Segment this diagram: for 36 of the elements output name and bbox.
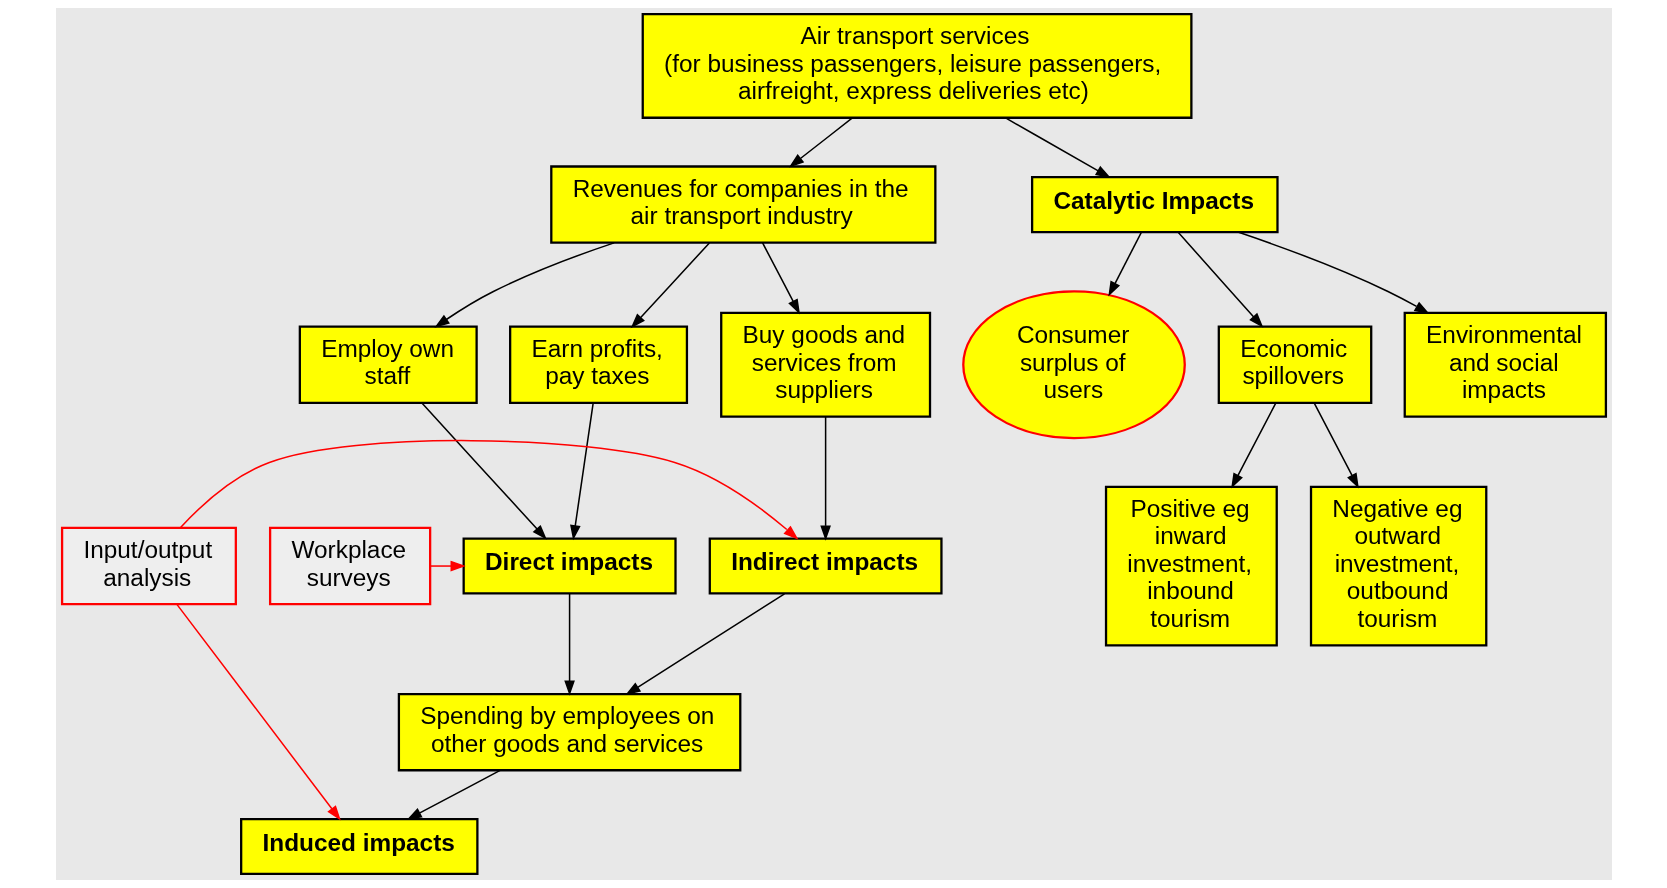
arrow <box>624 593 785 696</box>
arrow <box>406 769 501 820</box>
arrow <box>569 402 594 541</box>
node-box: Negative eg outward investment, outbound tourism <box>1309 485 1487 647</box>
arrow <box>1176 231 1263 328</box>
node-box: Revenues for companies in the air transport industry <box>549 165 936 244</box>
node-box: Environmental and social impacts <box>1403 311 1607 418</box>
arrow <box>429 560 466 572</box>
node-box: Employ own staff <box>298 325 478 404</box>
arrow <box>433 242 615 328</box>
node-box: Workplace surveys <box>268 526 431 606</box>
node-box: Air transport services (for business passengers, leisure passengers, airfreight, express deliveries etc) <box>641 12 1193 119</box>
arrow <box>1313 402 1359 489</box>
node-box: Positive eg inward investment, inbound tourism <box>1104 485 1278 647</box>
node-ellipse: Consumer surplus of users <box>961 290 1186 440</box>
node-box: Buy goods and services from suppliers <box>719 311 931 418</box>
node-box: Catalytic Impacts <box>1030 176 1279 234</box>
arrow <box>563 593 575 696</box>
node-box: Indirect impacts <box>708 537 943 595</box>
node-box: Spending by employees on other goods and services <box>397 692 741 772</box>
arrow <box>819 416 831 541</box>
node-box: Economic spillovers <box>1217 325 1372 404</box>
arrow <box>1004 117 1111 178</box>
arrow <box>420 402 547 540</box>
node-box: Direct impacts <box>462 537 677 595</box>
node-box: Input/output analysis <box>60 526 237 606</box>
arrow <box>179 439 798 540</box>
arrow <box>175 603 341 821</box>
arrow <box>1236 231 1430 314</box>
arrow <box>1230 402 1276 489</box>
node-box: Induced impacts <box>239 817 479 876</box>
node-box: Earn profits, pay taxes <box>508 325 688 404</box>
arrow <box>1107 231 1142 297</box>
arrow <box>761 242 800 315</box>
arrow <box>788 117 853 168</box>
arrow <box>630 242 710 329</box>
